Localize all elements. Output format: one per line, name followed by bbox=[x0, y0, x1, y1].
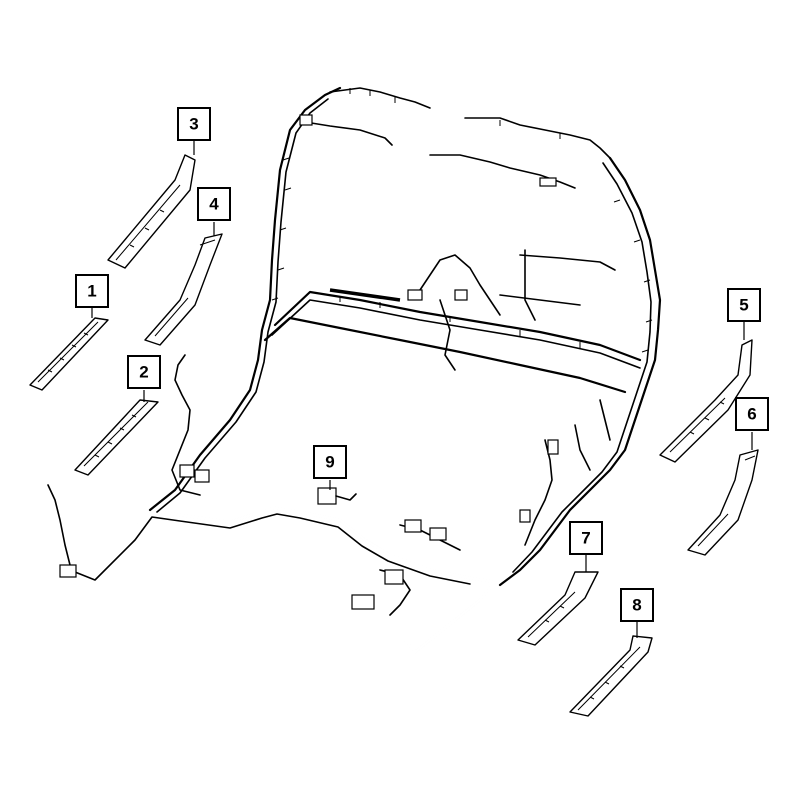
trim-panel-part-1 bbox=[29, 317, 109, 391]
trim-panel-part-4 bbox=[144, 233, 223, 346]
sensor-part-9 bbox=[317, 487, 357, 505]
callout-leaders bbox=[91, 141, 753, 638]
callout-1: 1 bbox=[75, 274, 109, 308]
trim-panel-part-7 bbox=[517, 571, 599, 646]
trim-panel-part-3 bbox=[107, 154, 196, 269]
trim-panel-part-5 bbox=[659, 339, 753, 463]
callout-2: 2 bbox=[127, 355, 161, 389]
callout-4: 4 bbox=[197, 187, 231, 221]
callout-5: 5 bbox=[727, 288, 761, 322]
callout-6: 6 bbox=[735, 397, 769, 431]
callout-7-label: 7 bbox=[581, 529, 590, 548]
callout-3: 3 bbox=[177, 107, 211, 141]
callout-8: 8 bbox=[620, 588, 654, 622]
trim-panel-part-2 bbox=[74, 399, 159, 476]
callout-7: 7 bbox=[569, 521, 603, 555]
callout-5-label: 5 bbox=[739, 296, 748, 315]
callout-8-label: 8 bbox=[632, 596, 641, 615]
callout-3-label: 3 bbox=[189, 115, 198, 134]
callout-9-label: 9 bbox=[325, 453, 334, 472]
main-wiring-harness bbox=[47, 86, 662, 654]
callout-9: 9 bbox=[313, 445, 347, 479]
trim-panel-part-8 bbox=[569, 635, 653, 717]
callout-4-label: 4 bbox=[209, 195, 219, 214]
callout-2-label: 2 bbox=[139, 363, 148, 382]
callout-1-label: 1 bbox=[87, 282, 96, 301]
trim-panel-part-6 bbox=[687, 449, 759, 556]
callout-6-label: 6 bbox=[747, 405, 756, 424]
